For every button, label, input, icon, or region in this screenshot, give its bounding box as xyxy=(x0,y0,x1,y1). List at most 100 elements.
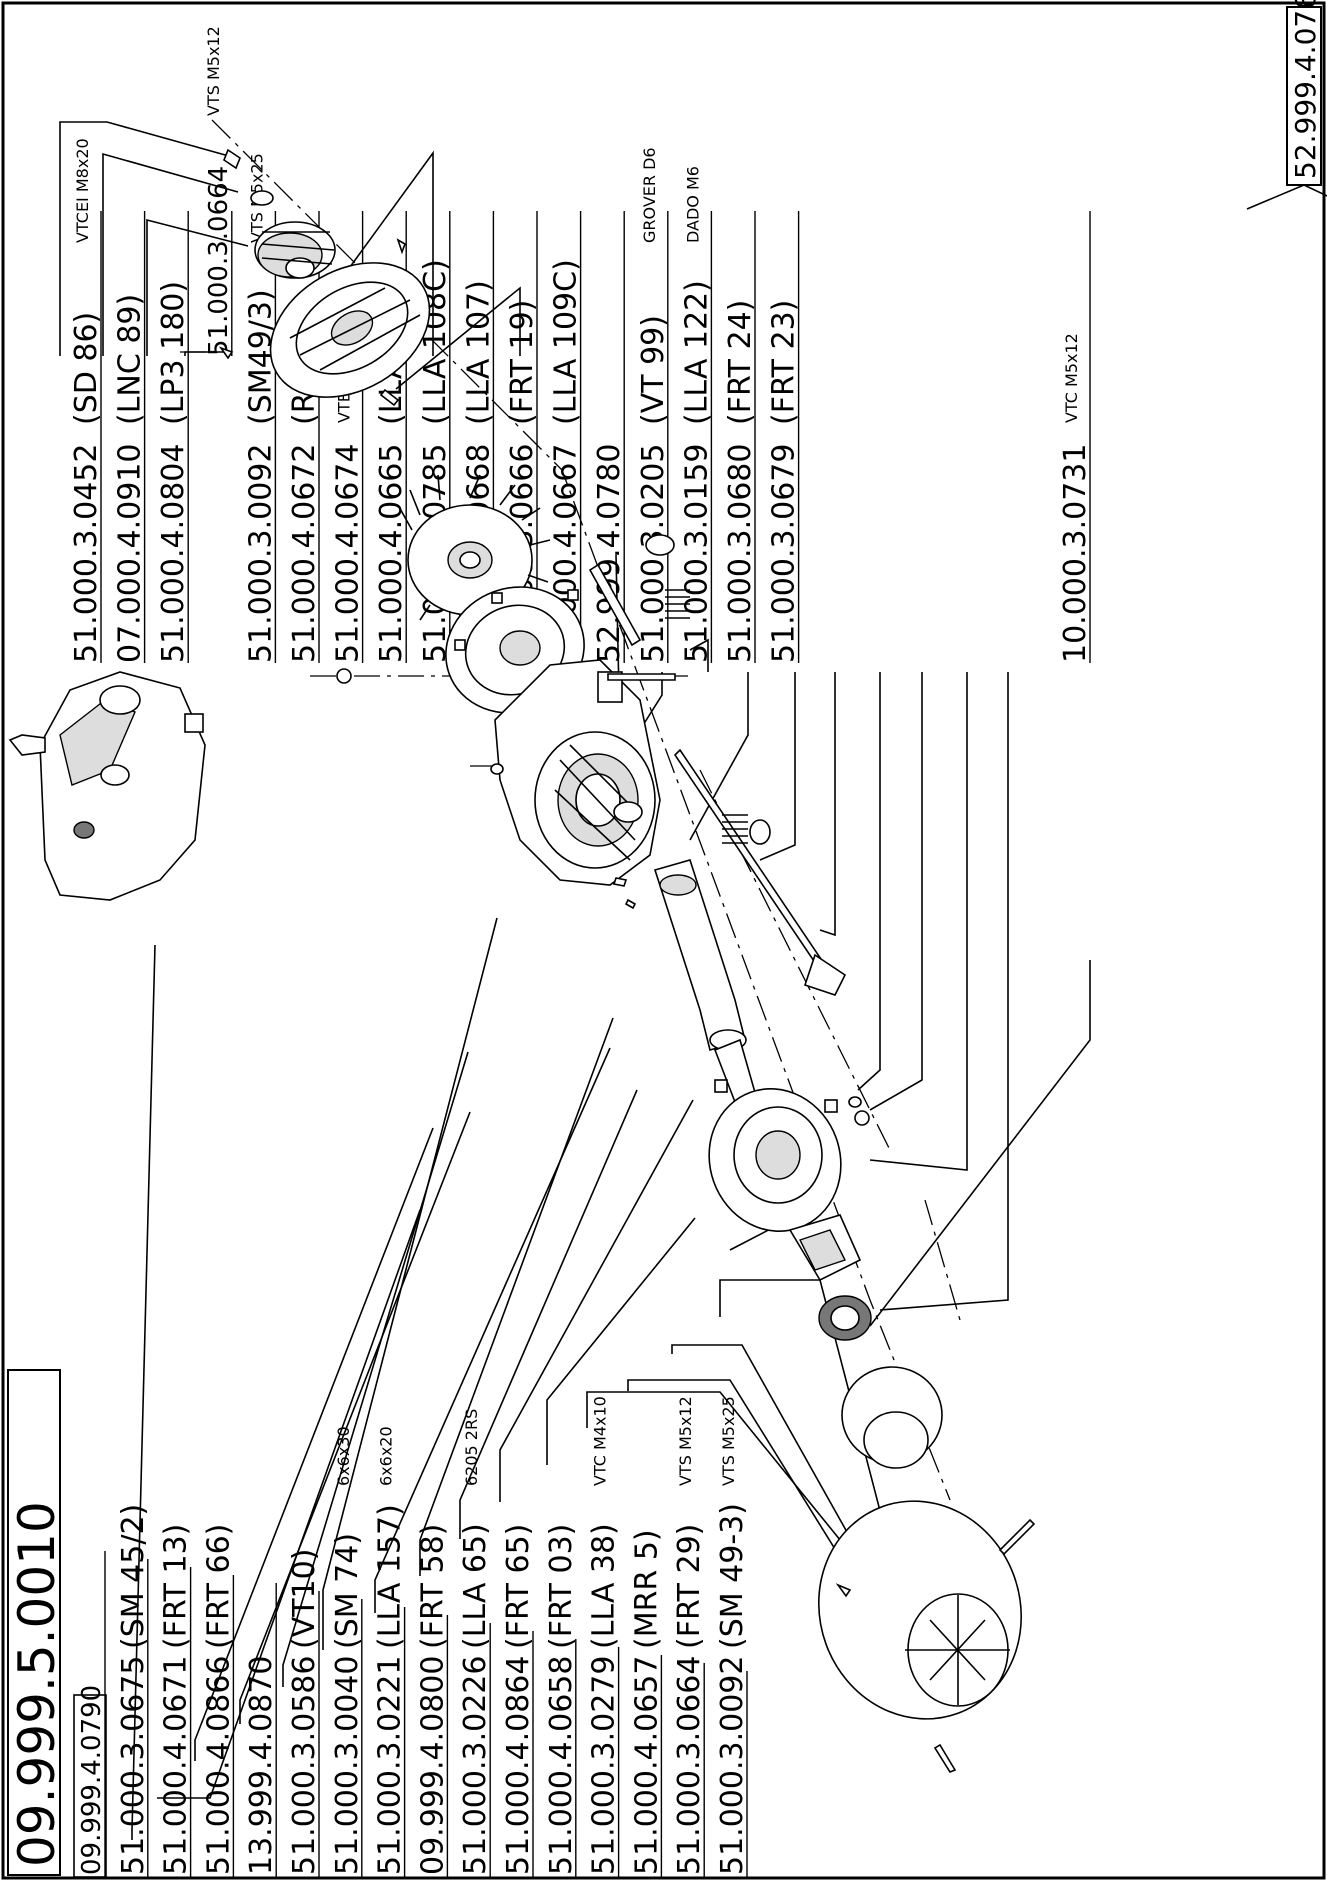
sub-code-box xyxy=(73,1694,107,1878)
left-label-row: 51.000.3.0675(SM 45/2) xyxy=(116,1504,151,1877)
brush-holder xyxy=(788,1214,862,1282)
part-ref: (FRT 13) xyxy=(159,1524,194,1649)
part-ref: (LLA 122) xyxy=(679,280,714,425)
part-note: GROVER D6 xyxy=(640,147,659,243)
top-bolt xyxy=(223,148,274,206)
part-note: DADO M6 xyxy=(683,166,702,243)
stator-housing xyxy=(494,659,661,886)
part-code: 09.999.4.0800 xyxy=(415,1656,450,1875)
part-code: 51.000.3.0452 xyxy=(69,444,104,663)
left-label-row: 51.000.3.0040 (SM 74) 6x6x30 xyxy=(330,1426,365,1877)
part-note: VTS M5x25 xyxy=(719,1396,738,1486)
part-ref: (SM 45/2) xyxy=(116,1504,151,1649)
kit-bracket xyxy=(1246,184,1327,210)
spring-1 xyxy=(665,589,690,619)
left-label-row: 51.000.3.0586(VT10) xyxy=(287,1549,322,1877)
fan-cover-top xyxy=(269,262,431,398)
part-ref: (LLA 108C) xyxy=(418,259,453,425)
left-label-row: 51.000.3.0092(SM 49-3)VTS M5x25 xyxy=(715,1396,750,1877)
right-label-row: 07.000.4.0910(LNC 89) xyxy=(113,211,148,663)
part-ref: (FRT 23) xyxy=(767,300,802,425)
part-ref: (MRR 5) xyxy=(629,1529,664,1649)
part-code: 13.999.4.0870 xyxy=(244,1656,279,1875)
pulley xyxy=(254,221,336,279)
bearing-1 xyxy=(613,801,643,823)
adjusting-rod xyxy=(673,748,847,996)
part-ref: (SD 86) xyxy=(69,312,104,425)
front-shield xyxy=(708,1079,842,1233)
part-ref: (LLA 38) xyxy=(587,1523,622,1649)
part-code: 51.000.3.0221 xyxy=(373,1656,408,1875)
left-label-row: 51.000.3.0221(LLA 157)6x6x20 xyxy=(373,1426,408,1877)
part-code: 51.000.4.0804 xyxy=(156,444,191,663)
key-2 xyxy=(624,898,637,910)
left-label-row: 51.000.4.0658(FRT 03) xyxy=(544,1524,579,1877)
part-ref: (SM 49-3) xyxy=(715,1503,750,1649)
part-code: 51.000.3.0680 xyxy=(723,444,758,663)
part-code: 51.000.3.0586 xyxy=(287,1656,322,1875)
washer xyxy=(848,1096,862,1108)
right-label-row: 51.000.3.0680 (FRT 24) xyxy=(723,211,758,663)
nut-mid xyxy=(490,763,504,775)
part-ref: (FRT 58) xyxy=(415,1524,450,1649)
bushing-top xyxy=(645,534,675,556)
part-code: 51.000.3.0279 xyxy=(587,1656,622,1875)
part-code: 51.000.4.0864 xyxy=(501,1656,536,1875)
part-note: 6x6x30 xyxy=(334,1426,353,1486)
part-code: 51.000.4.0866 xyxy=(201,1656,236,1875)
part-code: 51.000.3.0040 xyxy=(330,1656,365,1875)
left-label-row: 51.000.4.0671 (FRT 13) xyxy=(159,1524,194,1877)
left-label-row: 51.000.4.0864 (FRT 65) xyxy=(501,1524,536,1877)
part-code: 07.000.4.0910 xyxy=(113,444,148,663)
right-label-row: 51.000.4.0804 (LP3 180) xyxy=(156,211,191,663)
part-code: 51.000.3.0092 xyxy=(243,444,278,663)
part-code: 51.000.4.0671 xyxy=(159,1656,194,1875)
part-ref: (LLA 109C) xyxy=(549,259,584,425)
right-label-row: 51.000.4.0672(RI 6) xyxy=(287,211,322,663)
part-code: 51.000.3.0226 xyxy=(458,1656,493,1875)
kit-code: 52.999.4.0765 xyxy=(1289,0,1322,179)
part-ref: (FRT 24) xyxy=(723,300,758,425)
right-label-row: 51.000.3.0205(VT 99)GROVER D6 xyxy=(636,147,671,663)
right-label-row: 51.000.3.0452 (SD 86) VTCEI M8x20 xyxy=(69,138,104,663)
motor-top-view xyxy=(8,671,206,901)
fan-impeller xyxy=(397,474,551,633)
part-ref: (LLA 65) xyxy=(458,1523,493,1649)
part-note: VTS M5x12 xyxy=(676,1396,695,1486)
part-code: 10.000.3.0731 xyxy=(1058,444,1093,663)
rotor-shaft xyxy=(653,859,761,1116)
nut-left xyxy=(336,668,352,684)
left-label-row: 09.999.4.0800 (FRT 58) xyxy=(415,1524,450,1877)
part-ref: (SM 74) xyxy=(330,1533,365,1649)
part-ref: (FRT 65) xyxy=(501,1524,536,1649)
part-ref: (VT 99) xyxy=(636,315,671,425)
outer-cover xyxy=(817,1500,1023,1720)
part-note: VTC M4x10 xyxy=(591,1396,610,1486)
screw-cover-1 xyxy=(998,1518,1036,1556)
inner-cover xyxy=(841,1366,943,1469)
part-ref: (LP3 180) xyxy=(156,281,191,425)
left-label-row: 51.000.4.0657 (MRR 5) xyxy=(629,1529,664,1877)
parts xyxy=(8,148,1036,1773)
part-ref: (FRT 66) xyxy=(201,1524,236,1649)
part-code: 51.000.4.0672 xyxy=(287,444,322,663)
right-label-row: 51.000.3.0159(LLA 122)DADO M6 xyxy=(679,166,714,663)
nut-m6 xyxy=(854,1110,870,1126)
left-label-row: 51.000.4.0866 (FRT 66) xyxy=(201,1524,236,1877)
part-code: 51.000.3.0664 xyxy=(204,166,234,356)
left-label-row: 51.000.3.0664(FRT 29)VTS M5x12 xyxy=(672,1396,707,1877)
part-ref: (FRT 19) xyxy=(505,300,540,425)
part-code: 51.000.4.0657 xyxy=(629,1656,664,1875)
key-1 xyxy=(612,877,628,887)
left-label-row: 51.000.3.0279 (LLA 38) VTC M4x10 xyxy=(587,1396,622,1877)
screw-top xyxy=(396,238,406,255)
long-bolt xyxy=(607,673,676,681)
left-label-row: 51.000.3.0226(LLA 65)6205 2RS xyxy=(458,1409,493,1877)
part-note: VTCEI M8x20 xyxy=(73,138,92,243)
main-code: 09.999.5.0010 xyxy=(8,1501,66,1867)
